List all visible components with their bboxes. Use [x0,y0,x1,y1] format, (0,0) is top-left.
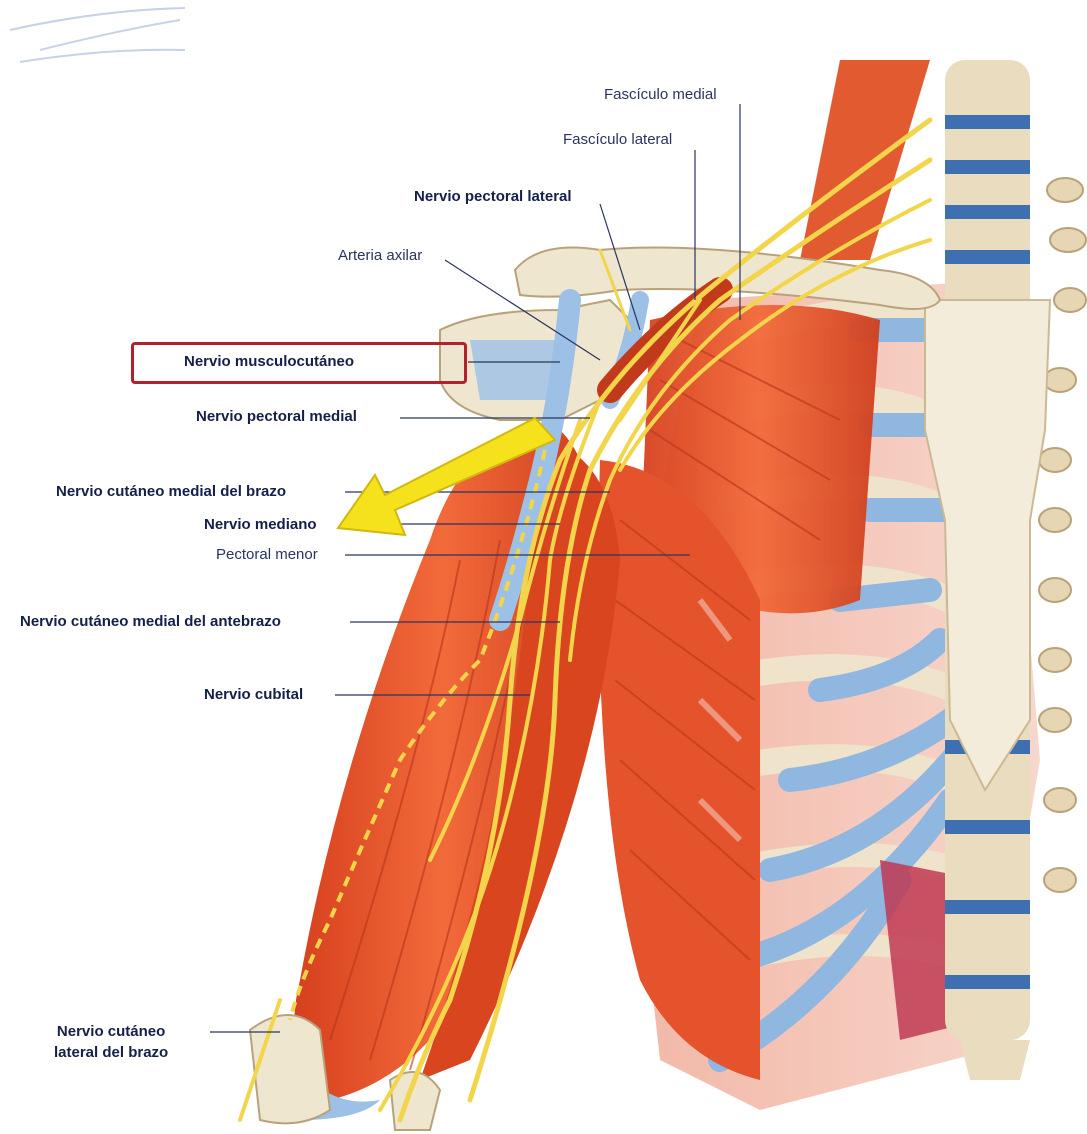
label-nervio-cutaneo-lateral-brazo: Nervio cutáneo lateral del brazo [54,1021,168,1063]
label-nervio-pectoral-medial: Nervio pectoral medial [196,408,357,425]
musculocutaneous-nerve-path [288,449,547,1021]
sternum [924,299,1052,793]
label-line-2: lateral del brazo [54,1044,169,1061]
label-nervio-cutaneo-medial-antebrazo: Nervio cutáneo medial del antebrazo [20,613,281,630]
label-fasciculo-medial: Fascículo medial [604,86,717,103]
scapula-bones [439,298,642,421]
label-fasciculo-lateral: Fascículo lateral [563,131,673,148]
label-nervio-mediano: Nervio mediano [204,516,317,533]
label-nervio-pectoral-lateral: Nervio pectoral lateral [414,188,572,205]
label-nervio-cutaneo-medial-brazo: Nervio cutáneo medial del brazo [56,483,287,500]
arm-muscles [248,429,620,1131]
highlight-box [131,342,467,384]
clavicle [513,246,942,310]
chest-muscles [598,305,880,1080]
label-arteria-axilar: Arteria axilar [338,247,423,264]
label-pectoral-menor: Pectoral menor [216,546,318,563]
label-nervio-cubital: Nervio cubital [204,686,304,703]
yellow-arrow-icon [336,416,557,537]
leader-lines [210,104,741,1033]
brachial-plexus [238,117,933,1123]
sketch-strokes [9,7,186,63]
neck-muscle [800,60,930,260]
label-nervio-musculocutaneo: Nervio musculocutáneo [184,353,355,370]
label-line-1: Nervio cutáneo [56,1023,166,1040]
